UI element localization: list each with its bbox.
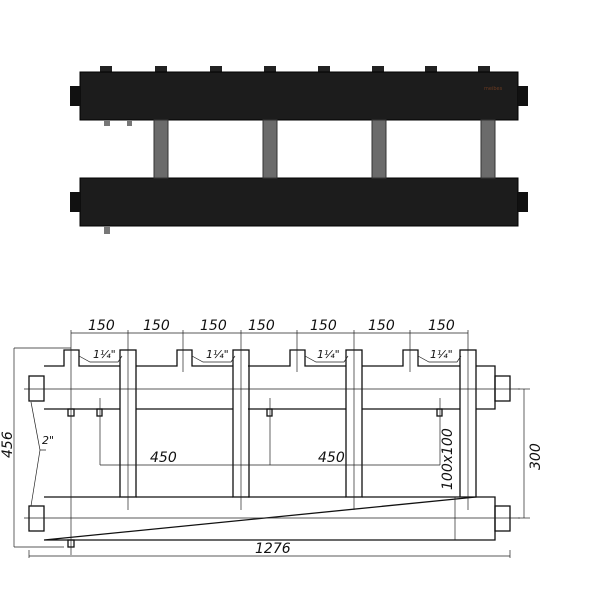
axis-distance-label: 300 (528, 443, 544, 470)
bracket-studs (67, 408, 443, 548)
thread-label: 1¼" (206, 348, 229, 361)
manifold-render: meibes (70, 66, 528, 234)
render-connecting-pipes (153, 119, 496, 179)
render-small-fittings (104, 120, 132, 234)
bracket-spacing-label: 450 (150, 450, 177, 466)
dimension-labels: 150 150 150 150 150 150 150 1¼" 1¼" 1¼" … (0, 318, 544, 557)
render-lower-collector (79, 177, 519, 227)
center-lines (13, 330, 530, 558)
pitch-label: 150 (200, 318, 227, 334)
brand-mark: meibes (484, 86, 503, 92)
total-length-label: 1276 (255, 541, 291, 557)
pitch-label: 150 (143, 318, 170, 334)
render-upper-collector (79, 71, 519, 121)
vertical-pipes (119, 349, 477, 498)
side-connections (28, 375, 511, 532)
lower-collector-outline (43, 496, 496, 541)
bracket-spacing-label: 450 (318, 450, 345, 466)
render-side-fittings (70, 86, 528, 212)
main-thread-label: 2" (42, 434, 54, 447)
total-height-label: 456 (0, 431, 16, 458)
pitch-label: 150 (428, 318, 455, 334)
thread-label: 1¼" (430, 348, 453, 361)
technical-drawing: 150 150 150 150 150 150 150 1¼" 1¼" 1¼" … (0, 318, 544, 558)
pitch-label: 150 (310, 318, 337, 334)
thread-label: 1¼" (317, 348, 340, 361)
pitch-label: 150 (88, 318, 115, 334)
thread-label: 1¼" (93, 348, 116, 361)
pitch-label: 150 (248, 318, 275, 334)
section-size-label: 100x100 (440, 428, 456, 490)
pitch-label: 150 (368, 318, 395, 334)
render-top-nozzles (100, 66, 490, 73)
